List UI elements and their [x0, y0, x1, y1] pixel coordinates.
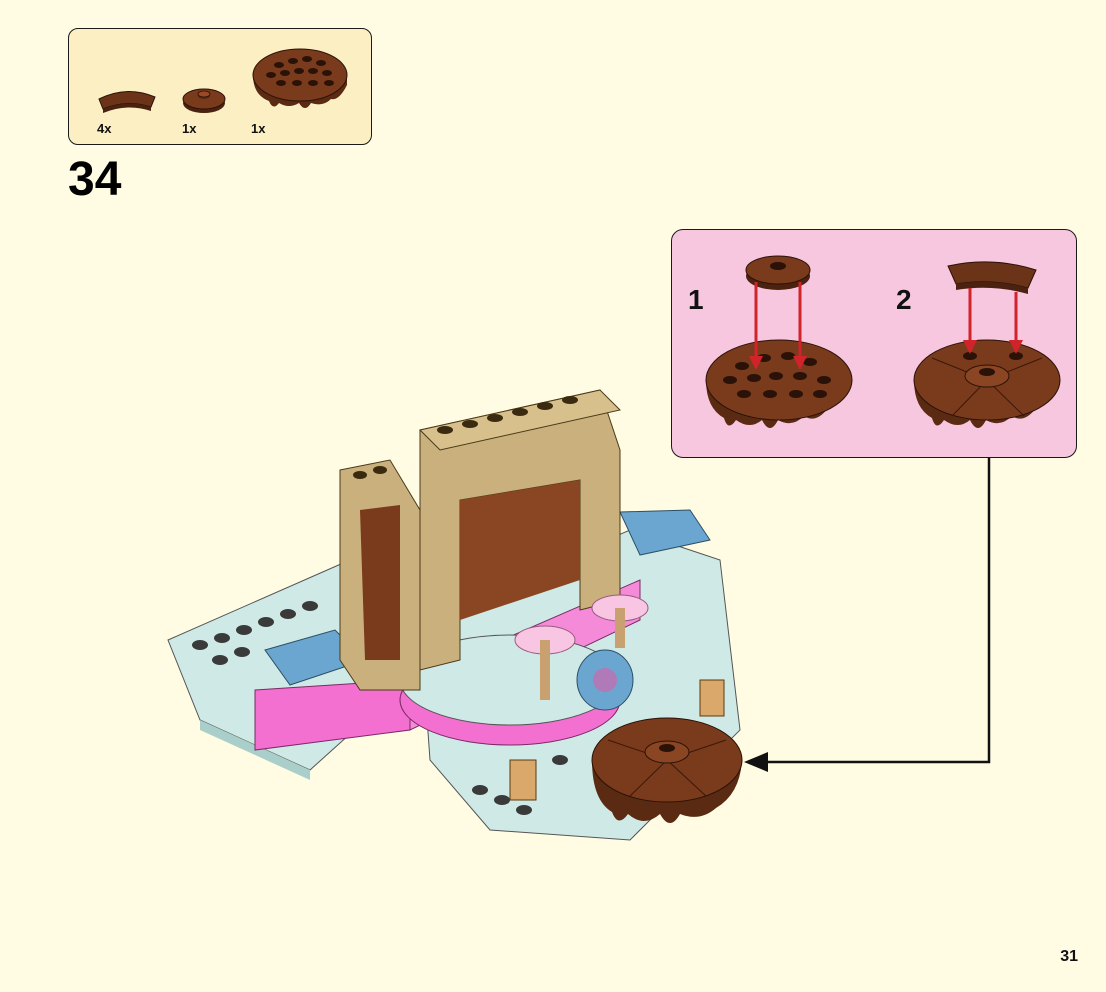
page-number: 31 — [1060, 948, 1078, 965]
qty-round-plate: 1x — [182, 121, 197, 136]
round-plate-brown-icon — [182, 88, 226, 113]
sub-step-label-1: 1 — [688, 284, 704, 315]
step-number: 34 — [68, 153, 122, 206]
model-illustration — [167, 389, 743, 841]
qty-drip-plate: 1x — [251, 121, 266, 136]
curved-tile-brown-icon — [98, 91, 156, 113]
sub-assembly-callout: 1 2 — [671, 229, 1077, 458]
sub-step-2-illustration — [913, 261, 1061, 428]
parts-list-box: 4x 1x 1x — [68, 28, 372, 145]
qty-curved-tile: 4x — [97, 121, 112, 136]
sub-step-1-illustration — [705, 255, 853, 428]
sub-step-label-2: 2 — [896, 284, 912, 315]
round-drip-plate-brown-icon — [252, 48, 348, 108]
